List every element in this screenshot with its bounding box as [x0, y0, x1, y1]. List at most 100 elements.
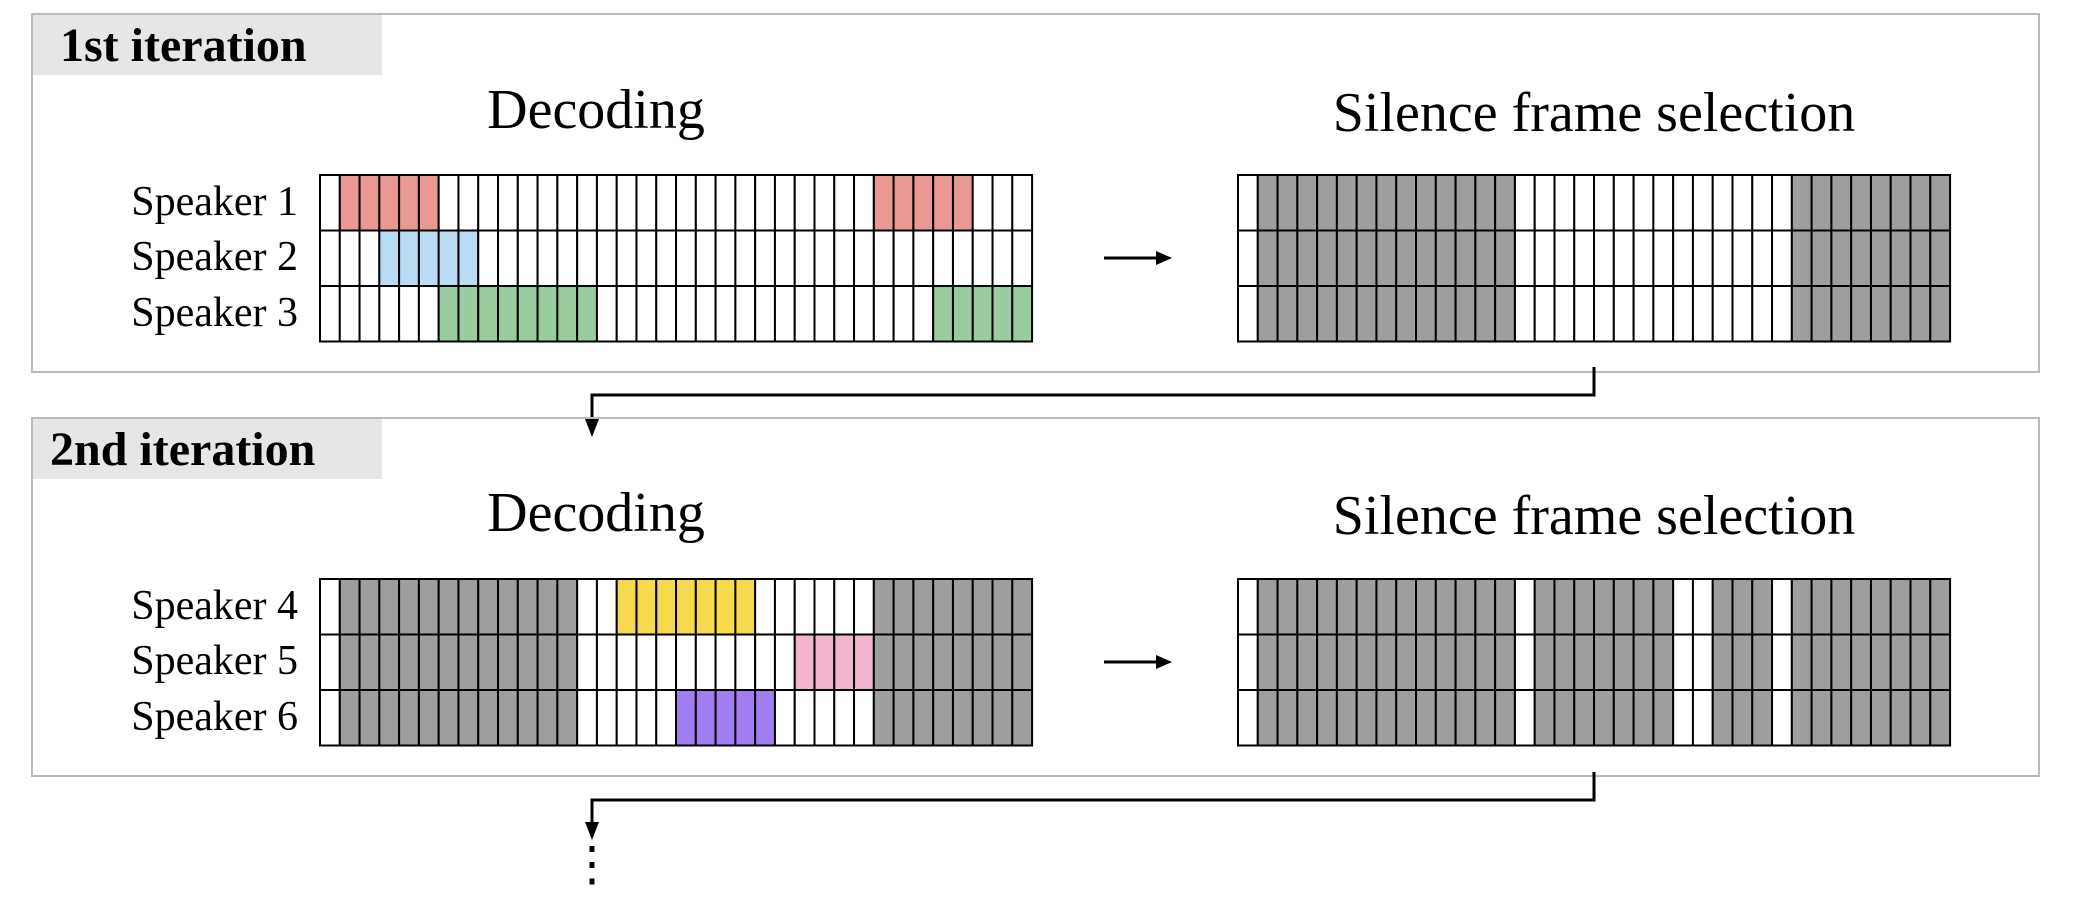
iteration-2-decoding-cell — [556, 689, 579, 747]
iteration-1-decoding-cell — [398, 229, 420, 287]
iteration-1-selection-cell — [1751, 229, 1774, 287]
iteration-2-selection-title: Silence frame selection — [1333, 485, 1855, 547]
iteration-2-decoding-cell — [694, 633, 717, 691]
iteration-2-selection-cell — [1553, 578, 1576, 636]
iteration-2-badge — [33, 419, 382, 479]
iteration-2-selection-cell — [1632, 578, 1655, 636]
iteration-2-selection-cell — [1276, 578, 1299, 636]
iteration-2-decoding-cell — [437, 578, 460, 636]
iteration-2-selection-cell — [1415, 689, 1437, 747]
iteration-2-selection-cell — [1355, 578, 1378, 636]
iteration-1-decoding-cell — [793, 229, 816, 287]
iteration-1-decoding-cell — [536, 174, 559, 232]
iteration-1-right-arrow — [1104, 251, 1172, 265]
iteration-2-selection-cell — [1593, 633, 1615, 691]
iteration-1-decoding-cell — [872, 174, 895, 232]
iteration-2-decoding-cell — [892, 633, 915, 691]
iteration-1-selection-cell — [1731, 229, 1754, 287]
iteration-2-decoding-cell — [813, 689, 836, 747]
iteration-1-decoding-cell — [516, 229, 539, 287]
iteration-1-decoding-cell — [417, 229, 440, 287]
iteration-1-decoding-cell — [754, 285, 776, 343]
iteration-1-selection-cell — [1869, 285, 1892, 343]
iteration-1-selection-cell — [1593, 229, 1615, 287]
iteration-1-decoding-cell — [477, 285, 500, 343]
iteration-2-selection-cell — [1454, 578, 1477, 636]
iteration-2-decoding-cell — [398, 578, 420, 636]
iteration-1-selection-cell — [1790, 229, 1813, 287]
iteration-1-decoding-cell — [655, 285, 678, 343]
iteration-1-decoding-cell — [536, 229, 559, 287]
iteration-1-decoding-cell — [813, 174, 836, 232]
iteration-1-decoding-cell — [932, 229, 954, 287]
iteration-2-selection-cell — [1474, 578, 1497, 636]
iteration-2-decoding-cell — [635, 689, 658, 747]
iteration-1-decoding-cell — [576, 174, 598, 232]
iteration-1-decoding-cell — [813, 285, 836, 343]
iteration-2-selection-cell — [1355, 633, 1378, 691]
iteration-2-selection-cell — [1434, 578, 1457, 636]
iteration-2-selection-cell — [1355, 689, 1378, 747]
iteration-2-decoding-cell — [615, 578, 638, 636]
iteration-1-decoding-cell — [556, 229, 579, 287]
iteration-1-decoding-cell — [497, 174, 519, 232]
iteration-2-decoding-cell — [319, 633, 341, 691]
iteration-1-decoding-cell — [1011, 174, 1034, 232]
iteration-1-selection-cell — [1632, 285, 1655, 343]
iteration-1-selection-cell — [1929, 285, 1952, 343]
iteration-2-decoding-cell — [516, 578, 539, 636]
iteration-2-selection-cell — [1889, 578, 1912, 636]
iteration-1-selection-cell — [1909, 174, 1932, 232]
iteration-2-selection-cell — [1830, 578, 1853, 636]
iteration-2-decoding-cell — [853, 633, 875, 691]
iteration-1-decoding-cell — [1011, 229, 1034, 287]
iteration-2-decoding-cell — [754, 633, 776, 691]
iteration-2-decoding-cell — [932, 633, 954, 691]
iteration-1-decoding-cell — [991, 229, 1014, 287]
iteration-1-decoding-cell — [595, 285, 618, 343]
iteration-1-selection-cell — [1869, 229, 1892, 287]
iteration-1-decoding-cell — [358, 229, 381, 287]
iteration-1-decoding-cell — [773, 174, 796, 232]
iteration-2-selection-cell — [1533, 689, 1556, 747]
iteration-2-selection-cell — [1434, 633, 1457, 691]
iteration-2-decoding-cell — [1011, 578, 1034, 636]
iteration-2-selection-cell — [1256, 633, 1279, 691]
iteration-1-selection-cell — [1474, 229, 1497, 287]
iteration-1-selection-cell — [1375, 229, 1398, 287]
iteration-1-selection-cell — [1929, 229, 1952, 287]
iteration-2-selection-cell — [1632, 633, 1655, 691]
iteration-1-selection-cell — [1711, 229, 1734, 287]
iteration-2-selection-cell — [1276, 633, 1299, 691]
iteration-2-selection-cell — [1909, 689, 1932, 747]
iteration-2-decoding-cell — [457, 633, 480, 691]
iteration-2-selection-cell — [1593, 578, 1615, 636]
iteration-1-selection-cell — [1573, 229, 1596, 287]
iteration-2-decoding-cell — [971, 689, 994, 747]
iteration-2-selection-cell — [1790, 578, 1813, 636]
iteration-2-decoding-cell — [793, 578, 816, 636]
iteration-1-decoding-cell — [872, 285, 895, 343]
iteration-2-selection-cell — [1494, 578, 1516, 636]
iteration-1-decoding-cell — [754, 174, 776, 232]
iteration-1-decoding-cell — [655, 174, 678, 232]
iteration-1-decoding-cell — [892, 174, 915, 232]
iteration-2-selection-cell — [1909, 578, 1932, 636]
iteration-2-badge-label: 2nd iteration — [50, 423, 315, 476]
iteration-2-selection-cell — [1454, 689, 1477, 747]
iteration-1-selection-cell — [1415, 229, 1437, 287]
iteration-2-decoding-grid — [319, 578, 1034, 747]
iteration-2-decoding-cell — [319, 689, 341, 747]
speaker-6-label: Speaker 6 — [131, 694, 298, 740]
continuation-ellipsis: ⋮ — [568, 838, 616, 891]
iteration-2-decoding-cell — [437, 633, 460, 691]
iteration-1-selection-cell — [1612, 285, 1635, 343]
iteration-2-selection-cell — [1632, 689, 1655, 747]
iteration-2-selection-cell — [1652, 578, 1675, 636]
iteration-1-decoding-cell — [675, 229, 697, 287]
iteration-1-decoding-cell — [991, 174, 1014, 232]
iteration-2-selection-cell — [1494, 633, 1516, 691]
iteration-2-decoding-cell — [872, 578, 895, 636]
iteration-2-selection-cell — [1494, 689, 1516, 747]
